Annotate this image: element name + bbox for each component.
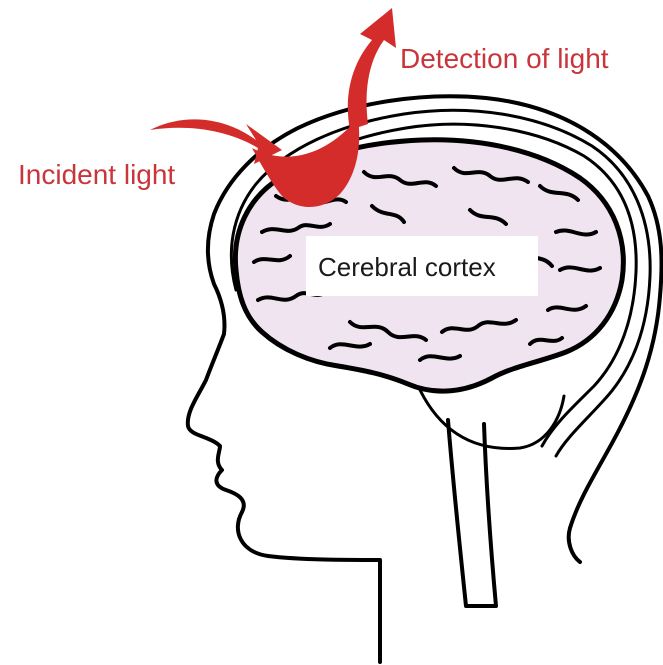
incident-light-label: Incident light — [18, 159, 175, 190]
cerebral-cortex-label: Cerebral cortex — [318, 252, 496, 282]
detection-of-light-label: Detection of light — [400, 43, 609, 74]
detection-light-beam — [348, 8, 396, 130]
